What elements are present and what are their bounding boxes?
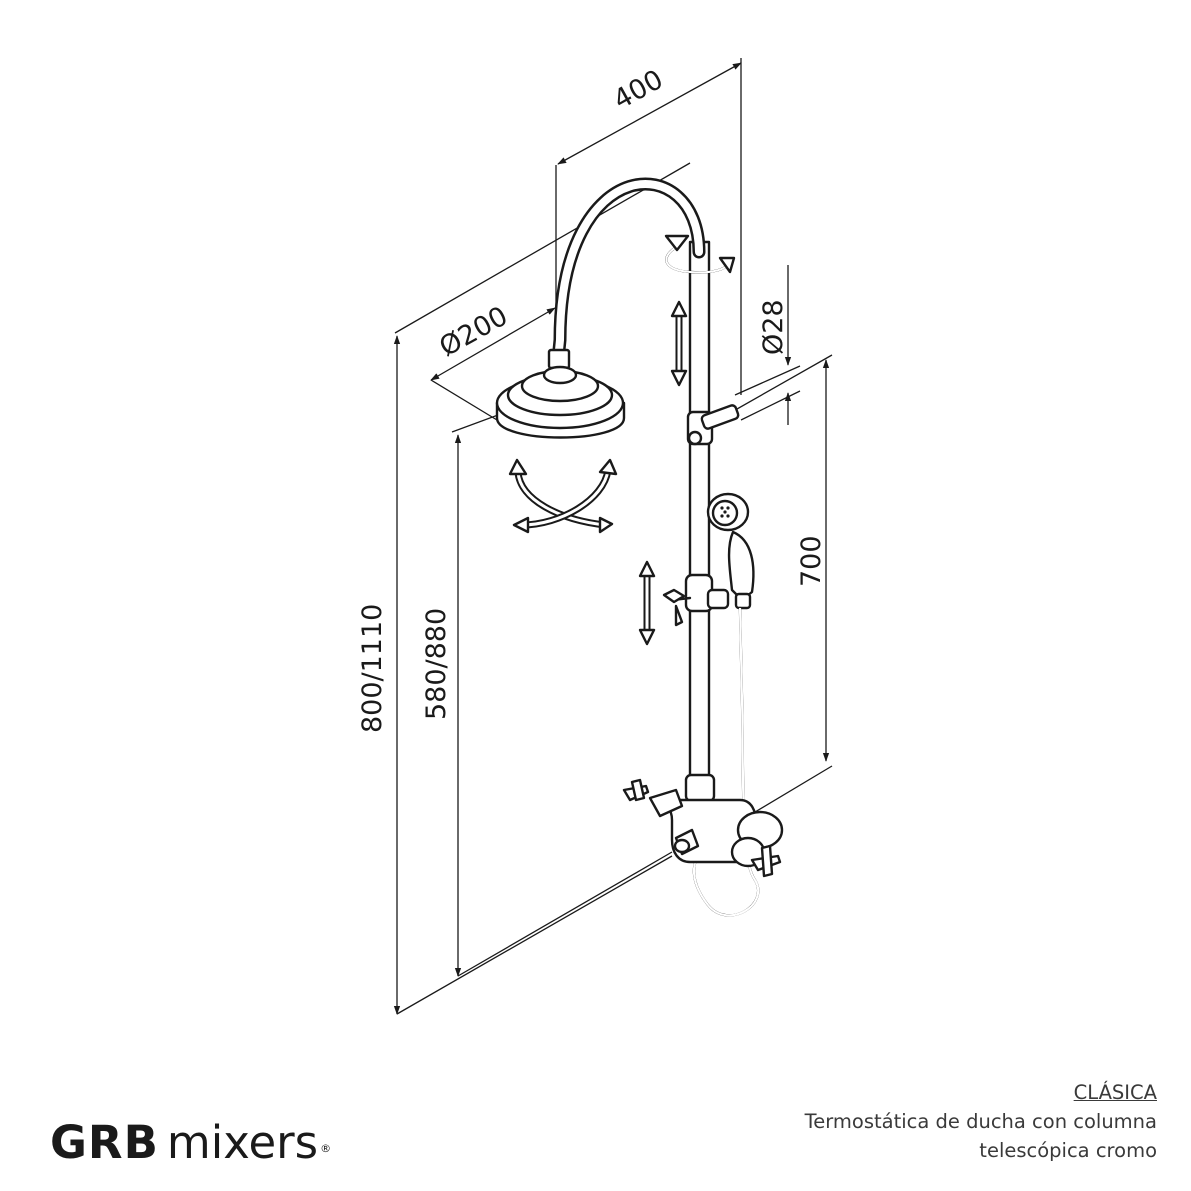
vertical-adjust-arrow-icon	[670, 300, 688, 387]
product-description-line-2: telescópica cromo	[979, 1139, 1157, 1162]
upper-slider	[686, 404, 740, 446]
registered-mark: ®	[320, 1142, 332, 1155]
dim-head-diameter: Ø200	[434, 301, 513, 363]
product-caption: CLÁSICA Termostática de ducha con column…	[805, 1078, 1157, 1165]
shower-head	[495, 348, 626, 439]
dim-tube-diameter: Ø28	[758, 299, 789, 355]
product-description-line-1: Termostática de ducha con columna	[804, 1110, 1157, 1133]
brand-name-bold: GRB	[50, 1116, 159, 1169]
dim-head-height: 580/880	[421, 608, 452, 720]
collection-title: CLÁSICA	[1073, 1081, 1157, 1104]
dim-bar-height: 700	[796, 535, 827, 587]
vertical-adjust-arrow-icon	[638, 560, 656, 646]
tilt-arrow-icon	[508, 458, 618, 534]
hand-shower	[706, 492, 755, 610]
dim-total-height: 800/1110	[357, 604, 388, 733]
thermostatic-mixer	[622, 773, 784, 878]
rotate-arrow-icon	[664, 234, 736, 274]
brand-name-light: mixers	[166, 1116, 319, 1169]
middle-holder	[662, 573, 730, 627]
shower-column	[495, 177, 784, 917]
